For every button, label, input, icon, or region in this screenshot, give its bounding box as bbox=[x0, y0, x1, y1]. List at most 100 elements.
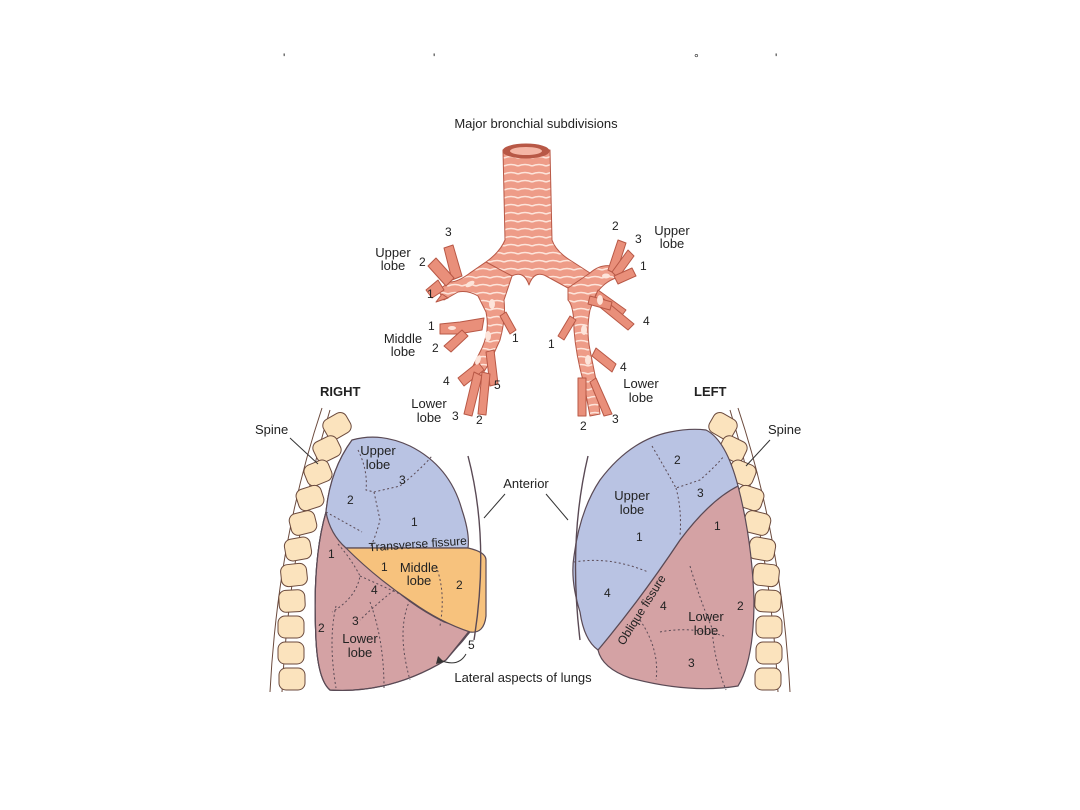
right-lower-branch-3 bbox=[463, 371, 483, 417]
svg-text:Middle: Middle bbox=[400, 560, 438, 575]
svg-text:3: 3 bbox=[697, 486, 704, 500]
svg-text:2: 2 bbox=[432, 341, 439, 355]
bronchus-highlights bbox=[448, 273, 610, 365]
right-vertebrae bbox=[277, 412, 352, 691]
svg-text:Upper: Upper bbox=[375, 245, 411, 260]
svg-text:1: 1 bbox=[714, 519, 721, 533]
svg-text:lobe: lobe bbox=[391, 344, 416, 359]
svg-text:2: 2 bbox=[347, 493, 354, 507]
svg-text:°: ° bbox=[694, 51, 699, 65]
right-anterior-edge bbox=[467, 455, 482, 641]
svg-text:4: 4 bbox=[443, 374, 450, 388]
svg-text:lobe: lobe bbox=[417, 410, 442, 425]
left-main-bronchus bbox=[567, 265, 617, 417]
anterior-leader-left bbox=[545, 493, 569, 521]
svg-text:2: 2 bbox=[456, 578, 463, 592]
svg-text:2: 2 bbox=[476, 413, 483, 427]
svg-text:4: 4 bbox=[371, 583, 378, 597]
svg-text:1: 1 bbox=[548, 337, 555, 351]
right-lower-branch-2 bbox=[477, 371, 491, 416]
left-spine-leader bbox=[745, 439, 771, 467]
left-lower-branch-2 bbox=[577, 377, 587, 417]
svg-text:1: 1 bbox=[411, 515, 418, 529]
svg-text:1: 1 bbox=[381, 560, 388, 574]
right-spine-leader bbox=[289, 437, 319, 465]
svg-text:Upper: Upper bbox=[360, 443, 396, 458]
svg-text:Lower: Lower bbox=[342, 631, 378, 646]
svg-text:4: 4 bbox=[643, 314, 650, 328]
left-spine bbox=[708, 407, 791, 693]
left-spine-label: Spine bbox=[768, 422, 801, 437]
svg-text:2: 2 bbox=[580, 419, 587, 433]
right-middle-branch bbox=[439, 317, 485, 335]
left-anterior-edge bbox=[574, 455, 589, 641]
svg-text:': ' bbox=[283, 51, 285, 65]
svg-text:5: 5 bbox=[468, 638, 475, 652]
svg-text:Lower: Lower bbox=[623, 376, 659, 391]
left-lower-branch-3 bbox=[589, 377, 613, 417]
svg-text:Middle: Middle bbox=[384, 331, 422, 346]
svg-text:3: 3 bbox=[688, 656, 695, 670]
svg-text:Upper: Upper bbox=[654, 223, 690, 238]
svg-text:2: 2 bbox=[612, 219, 619, 233]
right-upper-stub bbox=[425, 279, 445, 299]
svg-text:lobe: lobe bbox=[348, 645, 373, 660]
svg-text:lobe: lobe bbox=[366, 457, 391, 472]
segment-5-arrowhead bbox=[436, 656, 444, 664]
left-lower-branch-4 bbox=[591, 347, 617, 373]
left-lower-branch-1-stub bbox=[557, 315, 577, 341]
svg-text:3: 3 bbox=[445, 225, 452, 239]
svg-text:Upper: Upper bbox=[614, 488, 650, 503]
svg-text:3: 3 bbox=[399, 473, 406, 487]
svg-text:lobe: lobe bbox=[660, 236, 685, 251]
right-middle-branch-2 bbox=[443, 329, 469, 353]
svg-text:3: 3 bbox=[612, 412, 619, 426]
svg-text:3: 3 bbox=[452, 409, 459, 423]
svg-text:lobe: lobe bbox=[381, 258, 406, 273]
svg-text:': ' bbox=[775, 51, 777, 65]
right-spine-label: Spine bbox=[255, 422, 288, 437]
svg-text:5: 5 bbox=[494, 378, 501, 392]
caption: Lateral aspects of lungs bbox=[454, 670, 592, 685]
top-marks: ' ' ° ' bbox=[283, 51, 777, 65]
svg-text:Lower: Lower bbox=[411, 396, 447, 411]
svg-text:3: 3 bbox=[352, 614, 359, 628]
svg-text:2: 2 bbox=[674, 453, 681, 467]
left-lung bbox=[572, 428, 755, 691]
right-intermediate-bronchus bbox=[437, 261, 513, 379]
svg-text:lobe: lobe bbox=[407, 573, 432, 588]
right-heading: RIGHT bbox=[320, 384, 361, 399]
svg-text:1: 1 bbox=[636, 530, 643, 544]
right-upper-lobe bbox=[325, 436, 469, 549]
bronchus-labels: 3 Upper lobe 2 1 1 Middle lobe 2 1 4 5 L… bbox=[375, 219, 690, 433]
svg-text:1: 1 bbox=[428, 319, 435, 333]
svg-text:': ' bbox=[433, 51, 435, 65]
left-upper-branch-1 bbox=[613, 267, 637, 285]
svg-text:4: 4 bbox=[604, 586, 611, 600]
svg-text:3: 3 bbox=[635, 232, 642, 246]
left-upper-lobe bbox=[572, 428, 739, 651]
right-lung bbox=[314, 436, 487, 692]
right-upper-branch-2 bbox=[427, 257, 455, 287]
svg-text:4: 4 bbox=[620, 360, 627, 374]
svg-text:1: 1 bbox=[512, 331, 519, 345]
svg-text:2: 2 bbox=[419, 255, 426, 269]
right-middle-branch-1-stub bbox=[499, 311, 517, 335]
left-heading: LEFT bbox=[694, 384, 727, 399]
diagram-title: Major bronchial subdivisions bbox=[454, 116, 618, 131]
right-lung-labels: Upper lobe 3 2 1 Transverse fissure 1 Mi… bbox=[318, 443, 475, 660]
svg-text:2: 2 bbox=[318, 621, 325, 635]
svg-text:1: 1 bbox=[640, 259, 647, 273]
right-lower-branch-4 bbox=[457, 361, 485, 387]
svg-text:Lower: Lower bbox=[688, 609, 724, 624]
anterior-leader-right bbox=[483, 493, 506, 519]
svg-text:1: 1 bbox=[328, 547, 335, 561]
svg-text:2: 2 bbox=[737, 599, 744, 613]
right-upper-branch-1 bbox=[435, 293, 449, 303]
anterior-label: Anterior bbox=[503, 476, 549, 491]
right-upper-branch-3 bbox=[443, 244, 463, 281]
svg-text:lobe: lobe bbox=[629, 390, 654, 405]
svg-text:lobe: lobe bbox=[620, 502, 645, 517]
svg-text:4: 4 bbox=[660, 599, 667, 613]
